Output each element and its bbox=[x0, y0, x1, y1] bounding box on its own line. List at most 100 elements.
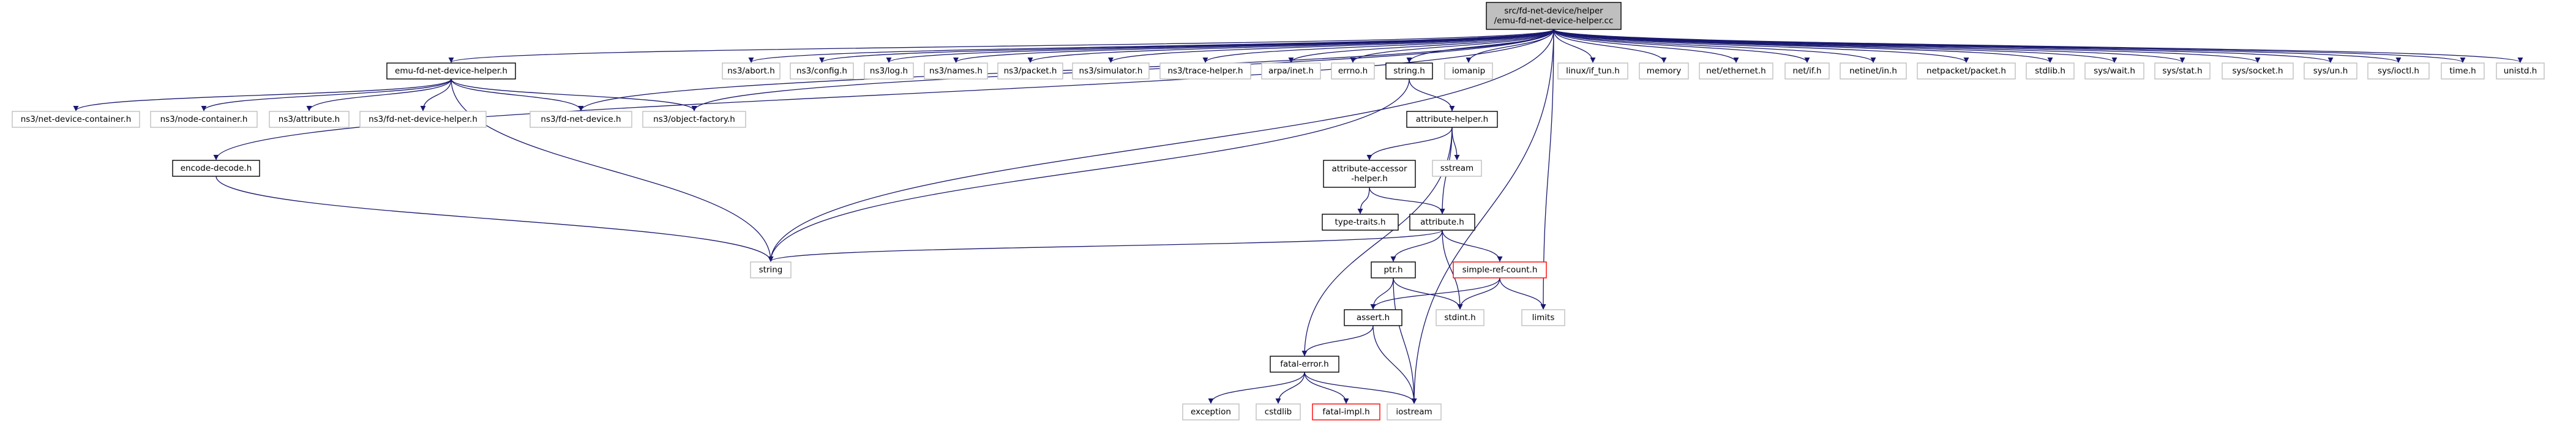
node-attribute-helper[interactable]: attribute-helper.h bbox=[1406, 111, 1498, 128]
edge-attribute-h-to-stdint bbox=[1442, 230, 1463, 310]
node-label-ns3-packet: ns3/packet.h bbox=[1004, 66, 1057, 76]
node-box-string bbox=[750, 261, 792, 278]
node-unistd: unistd.h bbox=[2496, 62, 2545, 80]
node-label-string: string bbox=[759, 265, 783, 275]
node-label-stdint: stdint.h bbox=[1444, 313, 1475, 323]
node-label-ns3-fd-net-device: ns3/fd-net-device.h bbox=[541, 114, 621, 124]
node-label-memory: memory bbox=[1647, 66, 1681, 76]
node-box-sstream bbox=[1432, 160, 1482, 177]
node-attribute-h[interactable]: attribute.h bbox=[1409, 214, 1475, 231]
node-label-sys-socket: sys/socket.h bbox=[2232, 66, 2283, 76]
node-arpa-inet: arpa/inet.h bbox=[1261, 62, 1321, 80]
node-attribute-accessor-helper[interactable]: attribute-accessor-helper.h bbox=[1323, 160, 1416, 188]
node-assert-h[interactable]: assert.h bbox=[1344, 309, 1402, 326]
edge-root-to-ns3-packet bbox=[1027, 29, 1554, 63]
node-ns3-log: ns3/log.h bbox=[864, 62, 914, 80]
node-sys-wait: sys/wait.h bbox=[2084, 62, 2144, 80]
node-box-limits bbox=[1521, 309, 1565, 326]
node-label-limits: limits bbox=[1532, 313, 1555, 323]
edge-attribute-h-to-string bbox=[768, 230, 1443, 262]
node-net-ethernet: net/ethernet.h bbox=[1699, 62, 1773, 80]
node-sys-stat: sys/stat.h bbox=[2154, 62, 2211, 80]
dependency-edges bbox=[73, 29, 2523, 404]
node-box-attribute-helper bbox=[1406, 111, 1498, 128]
edge-root-to-arpa-inet bbox=[1288, 29, 1554, 63]
node-label-netinet-in: netinet/in.h bbox=[1849, 66, 1897, 76]
node-box-ns3-fd-net-device-helper bbox=[359, 111, 487, 128]
edge-root-to-emu-helper bbox=[448, 29, 1554, 63]
node-label-ns3-simulator: ns3/simulator.h bbox=[1079, 66, 1143, 76]
node-box-attribute-accessor-helper bbox=[1323, 160, 1416, 188]
node-box-ns3-names bbox=[924, 62, 988, 80]
node-simple-ref-count: simple-ref-count.h bbox=[1453, 261, 1547, 278]
node-box-fatal-error bbox=[1270, 356, 1339, 373]
edge-attribute-accessor-helper-to-type-traits bbox=[1357, 187, 1370, 214]
edge-root-to-sys-wait bbox=[1553, 29, 2117, 63]
node-label-emu-helper: emu-fd-net-device-helper.h bbox=[395, 66, 507, 76]
node-label-unistd: unistd.h bbox=[2504, 66, 2537, 76]
node-ns3-attribute: ns3/attribute.h bbox=[269, 111, 350, 128]
edge-root-to-net-ethernet bbox=[1553, 29, 1739, 63]
node-encode-decode[interactable]: encode-decode.h bbox=[172, 160, 260, 177]
node-stdlib: stdlib.h bbox=[2026, 62, 2075, 80]
node-label-linux-if-tun: linux/if_tun.h bbox=[1566, 66, 1620, 76]
node-label-net-if: net/if.h bbox=[1792, 66, 1821, 76]
node-ns3-node-container: ns3/node-container.h bbox=[150, 111, 258, 128]
edge-emu-helper-to-ns3-fd-net-device-helper bbox=[420, 78, 452, 111]
edge-root-to-iomanip bbox=[1466, 29, 1554, 63]
node-fatal-impl: fatal-impl.h bbox=[1312, 403, 1380, 420]
node-box-ns3-config bbox=[790, 62, 854, 80]
edge-root-to-ns3-trace-helper bbox=[1202, 29, 1554, 63]
edge-root-to-netinet-in bbox=[1553, 29, 1876, 63]
edge-root-to-netpacket bbox=[1553, 29, 1969, 63]
node-netinet-in: netinet/in.h bbox=[1840, 62, 1907, 80]
node-label-cstdlib: cstdlib bbox=[1265, 407, 1292, 417]
node-emu-helper[interactable]: emu-fd-net-device-helper.h bbox=[386, 62, 516, 80]
edge-string-h-to-string bbox=[768, 78, 1410, 262]
node-memory: memory bbox=[1639, 62, 1689, 80]
node-box-emu-helper bbox=[386, 62, 516, 80]
node-label-assert-h: assert.h bbox=[1357, 313, 1390, 323]
node-iostream: iostream bbox=[1387, 403, 1442, 420]
node-root[interactable]: src/fd-net-device/helper/emu-fd-net-devi… bbox=[1486, 2, 1622, 30]
node-box-netinet-in bbox=[1840, 62, 1907, 80]
node-string: string bbox=[750, 261, 792, 278]
edge-root-to-memory bbox=[1553, 29, 1667, 63]
node-ptr-h[interactable]: ptr.h bbox=[1371, 261, 1416, 278]
node-label-sys-stat: sys/stat.h bbox=[2162, 66, 2202, 76]
node-sys-socket: sys/socket.h bbox=[2222, 62, 2294, 80]
node-type-traits[interactable]: type-traits.h bbox=[1322, 214, 1399, 231]
node-net-if: net/if.h bbox=[1784, 62, 1830, 80]
edge-root-to-iostream bbox=[1411, 29, 1554, 404]
node-netpacket: netpacket/packet.h bbox=[1917, 62, 2016, 80]
node-box-stdint bbox=[1436, 309, 1485, 326]
node-box-type-traits bbox=[1322, 214, 1399, 231]
node-string-h[interactable]: string.h bbox=[1385, 62, 1433, 80]
node-label-ns3-attribute: ns3/attribute.h bbox=[279, 114, 340, 124]
node-box-iomanip bbox=[1444, 62, 1493, 80]
node-label-type-traits: type-traits.h bbox=[1335, 217, 1385, 227]
node-label-sys-ioctl: sys/ioctl.h bbox=[2378, 66, 2419, 76]
node-label-sys-wait: sys/wait.h bbox=[2094, 66, 2135, 76]
edge-attribute-helper-to-sstream bbox=[1451, 127, 1460, 160]
edge-fatal-error-to-iostream bbox=[1304, 372, 1417, 404]
node-fatal-error[interactable]: fatal-error.h bbox=[1270, 356, 1339, 373]
edge-root-to-ns3-fd-net-device bbox=[578, 29, 1554, 111]
node-box-ns3-node-container bbox=[150, 111, 258, 128]
edge-emu-helper-to-ns3-object-factory bbox=[451, 78, 697, 111]
node-box-stdlib bbox=[2026, 62, 2075, 80]
node-sys-un: sys/un.h bbox=[2304, 62, 2357, 80]
edge-attribute-h-to-simple-ref-count bbox=[1442, 230, 1503, 262]
node-ns3-simulator: ns3/simulator.h bbox=[1072, 62, 1150, 80]
edge-root-to-ns3-simulator bbox=[1108, 29, 1554, 63]
edge-encode-decode-to-string bbox=[215, 176, 774, 262]
node-box-ns3-fd-net-device bbox=[530, 111, 632, 128]
node-box-assert-h bbox=[1344, 309, 1402, 326]
node-label-simple-ref-count: simple-ref-count.h bbox=[1462, 265, 1538, 275]
edge-root-to-ns3-abort bbox=[748, 29, 1554, 63]
edge-root-to-sys-socket bbox=[1553, 29, 2261, 63]
edge-emu-helper-to-ns3-fd-net-device bbox=[451, 78, 584, 111]
node-label-stdlib: stdlib.h bbox=[2035, 66, 2065, 76]
node-label-string-h: string.h bbox=[1393, 66, 1425, 76]
edge-fatal-error-to-cstdlib bbox=[1275, 372, 1305, 404]
